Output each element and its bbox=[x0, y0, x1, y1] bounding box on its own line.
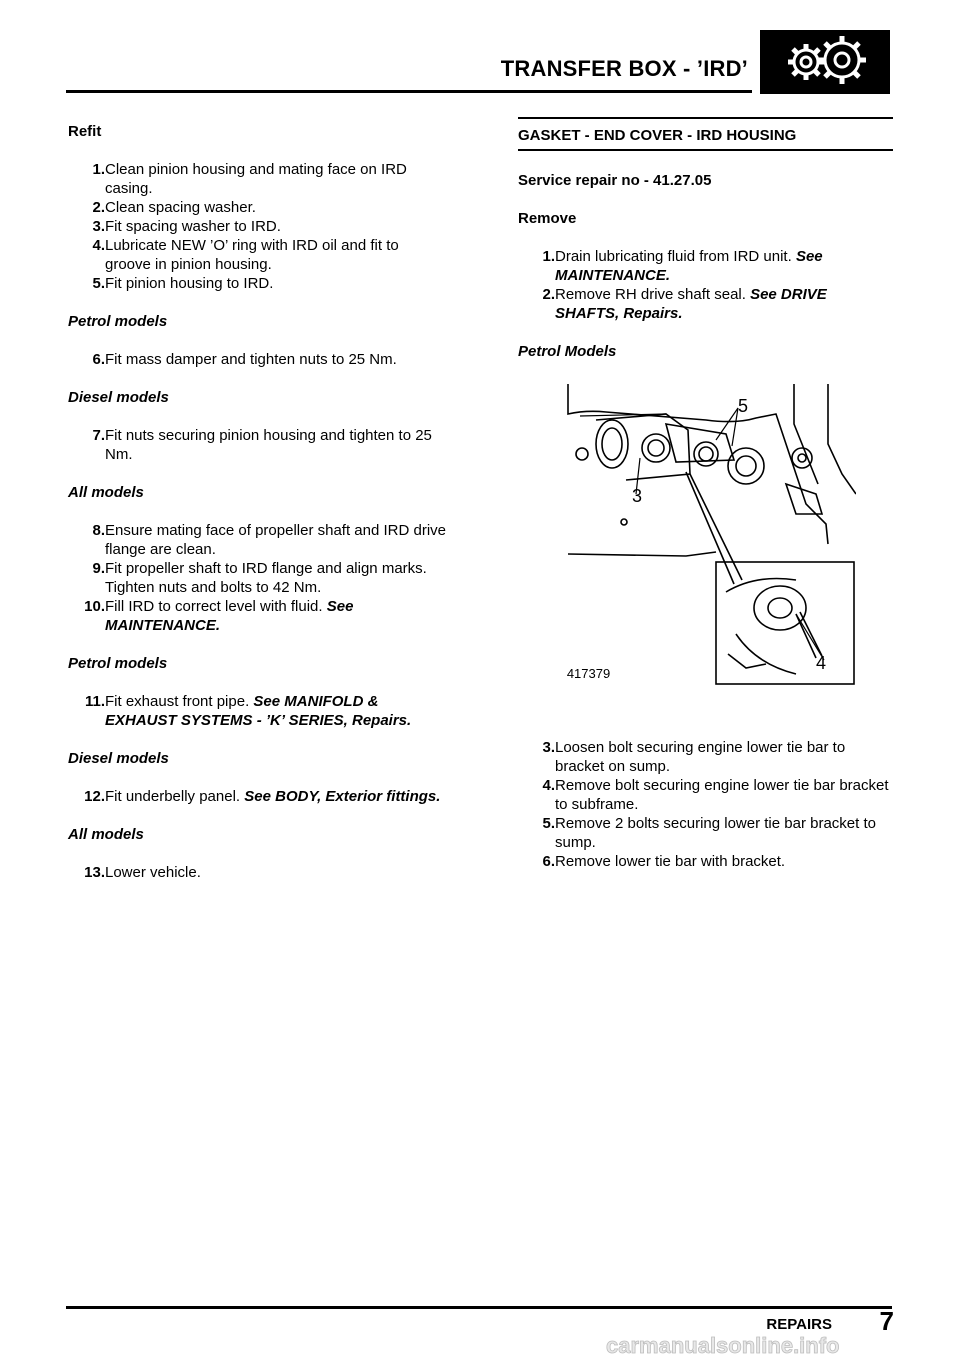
cross-reference: See DRIVE SHAFTS, Repairs. bbox=[555, 286, 827, 322]
cross-reference: See MANIFOLD & EXHAUST SYSTEMS - ’K’ SER… bbox=[105, 693, 412, 729]
refit-steps: 1.Clean pinion housing and mating face o… bbox=[68, 160, 448, 293]
callout-label: 5 bbox=[738, 396, 748, 416]
right-column: GASKET - END COVER - IRD HOUSING Service… bbox=[518, 126, 893, 380]
footer-rule bbox=[66, 1306, 892, 1309]
svg-text:carmanualsonline.info: carmanualsonline.info bbox=[606, 1335, 840, 1357]
subheading-all-models: All models bbox=[68, 826, 144, 843]
cross-reference: See BODY, Exterior fittings. bbox=[244, 788, 441, 805]
list-item: 1.Drain lubricating fluid from IRD unit.… bbox=[542, 248, 823, 284]
subheading-diesel-models: Diesel models bbox=[68, 750, 169, 767]
page-number: 7 bbox=[879, 1306, 894, 1336]
subheading-diesel-models: Diesel models bbox=[68, 389, 169, 406]
cross-reference: See MAINTENANCE. bbox=[555, 248, 823, 284]
list-item: 5.Remove 2 bolts securing lower tie bar … bbox=[542, 815, 876, 851]
callout-label: 4 bbox=[816, 653, 826, 673]
refit-heading: Refit bbox=[68, 123, 102, 140]
service-repair-number: Service repair no - 41.27.05 bbox=[518, 172, 712, 189]
list-item: 4.Lubricate NEW ’O’ ring with IRD oil an… bbox=[92, 237, 399, 273]
list-item: 3.Fit spacing washer to IRD. bbox=[92, 218, 281, 235]
list-item: 13.Lower vehicle. bbox=[84, 864, 201, 881]
section-title: GASKET - END COVER - IRD HOUSING bbox=[518, 127, 797, 144]
list-item: 12.Fit underbelly panel. See BODY, Exter… bbox=[84, 788, 441, 805]
list-item: 9.Fit propeller shaft to IRD flange and … bbox=[92, 560, 427, 596]
left-column: Refit 1.Clean pinion housing and mating … bbox=[68, 122, 448, 901]
list-item: 1.Clean pinion housing and mating face o… bbox=[92, 161, 407, 197]
figure-code: M417379 bbox=[566, 666, 610, 681]
footer-section-label: REPAIRS bbox=[766, 1316, 832, 1333]
list-item: 7.Fit nuts securing pinion housing and t… bbox=[92, 427, 432, 463]
callout-label: 3 bbox=[632, 486, 642, 506]
subheading-petrol-models: Petrol Models bbox=[518, 343, 617, 360]
right-column-continued: 3.Loosen bolt securing engine lower tie … bbox=[518, 738, 893, 890]
subheading-petrol-models: Petrol models bbox=[68, 655, 168, 672]
header-rule bbox=[66, 90, 752, 93]
page-title: TRANSFER BOX - ’IRD’ bbox=[500, 56, 748, 81]
technical-illustration: 6 5 3 4 M417379 bbox=[554, 384, 857, 686]
section-rule-top bbox=[518, 117, 893, 119]
remove-heading: Remove bbox=[518, 210, 577, 227]
list-item: 4.Remove bolt securing engine lower tie … bbox=[542, 777, 889, 813]
gears-icon bbox=[760, 30, 890, 94]
subheading-petrol-models: Petrol models bbox=[68, 313, 168, 330]
subheading-all-models: All models bbox=[68, 484, 144, 501]
list-item: 11.Fit exhaust front pipe. See MANIFOLD … bbox=[84, 693, 412, 729]
list-item: 8.Ensure mating face of propeller shaft … bbox=[92, 522, 447, 558]
watermark-logo: carmanualsonline.info bbox=[606, 1333, 952, 1359]
list-item: 2.Remove RH drive shaft seal. See DRIVE … bbox=[542, 286, 827, 322]
list-item: 6.Fit mass damper and tighten nuts to 25… bbox=[92, 351, 397, 368]
list-item: 2.Clean spacing washer. bbox=[92, 199, 256, 216]
cross-reference: See MAINTENANCE. bbox=[105, 598, 354, 634]
list-item: 10.Fill IRD to correct level with fluid.… bbox=[84, 598, 354, 634]
list-item: 6.Remove lower tie bar with bracket. bbox=[542, 853, 786, 870]
list-item: 5.Fit pinion housing to IRD. bbox=[92, 275, 274, 292]
section-rule-bottom bbox=[518, 149, 893, 151]
list-item: 3.Loosen bolt securing engine lower tie … bbox=[542, 739, 846, 775]
